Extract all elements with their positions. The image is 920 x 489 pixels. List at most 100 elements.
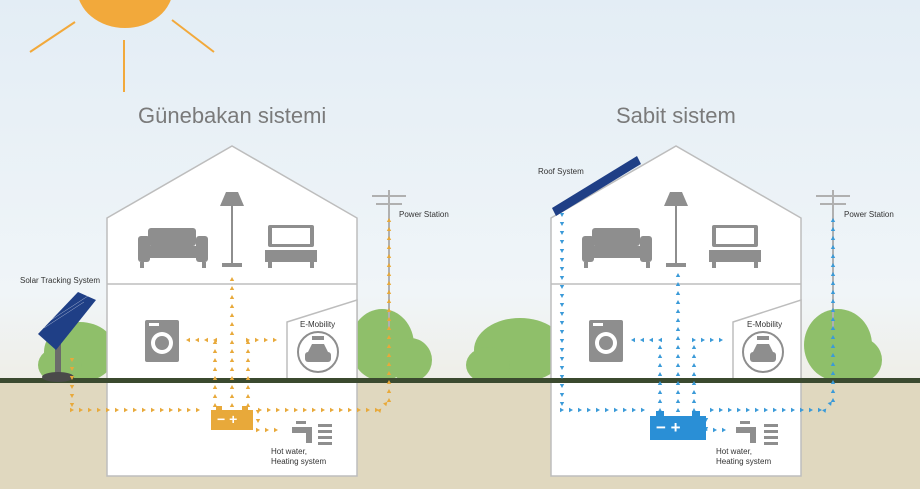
flow-arrow	[822, 408, 827, 413]
flow-arrow	[596, 407, 600, 413]
flow-arrow	[713, 427, 717, 433]
flow-arrow	[755, 407, 759, 413]
flow-arrow	[728, 407, 732, 413]
flow-arrow	[97, 407, 101, 413]
flow-arrow	[559, 267, 565, 271]
flow-arrow	[386, 245, 392, 249]
flow-arrow	[559, 249, 565, 253]
flow-arrow	[265, 427, 269, 433]
power-station-label-left: Power Station	[399, 210, 449, 219]
flow-arrow	[559, 348, 565, 352]
flow-arrow	[830, 263, 836, 267]
sofa-icon	[582, 228, 652, 268]
flow-arrow	[830, 398, 836, 402]
flow-arrow	[623, 407, 627, 413]
flow-arrow	[212, 358, 218, 362]
flow-arrow	[321, 407, 325, 413]
title-right: Sabit sistem	[616, 103, 736, 128]
solar-tracker-icon	[38, 292, 96, 382]
flow-arrows-left	[69, 218, 392, 433]
flow-arrow	[115, 407, 119, 413]
flow-arrow	[386, 353, 392, 357]
flow-arrow	[559, 222, 565, 226]
flow-arrow	[169, 407, 173, 413]
flow-arrow	[559, 357, 565, 361]
power-pole-icon	[372, 190, 406, 330]
flow-arrow	[186, 337, 190, 343]
flow-arrow	[79, 407, 83, 413]
power-pole-icon	[816, 190, 850, 330]
flow-arrow	[386, 290, 392, 294]
flow-arrow	[285, 407, 289, 413]
flow-arrow	[605, 407, 609, 413]
flow-arrow	[657, 399, 663, 403]
flow-arrow	[69, 358, 75, 362]
flow-arrow	[386, 371, 392, 375]
flow-arrow	[386, 308, 392, 312]
flow-arrow	[106, 407, 110, 413]
flow-arrow	[657, 390, 663, 394]
flow-arrow	[649, 337, 653, 343]
flow-arrow	[229, 340, 235, 344]
flow-arrow	[246, 337, 250, 343]
emobility-label-right: E-Mobility	[747, 320, 783, 329]
hot-water-label-right-1: Hot water,	[716, 447, 753, 456]
flow-arrow	[386, 281, 392, 285]
flow-arrow	[809, 407, 813, 413]
flow-arrow	[657, 354, 663, 358]
car-charger-icon	[742, 331, 784, 373]
flow-arrow	[722, 427, 726, 433]
flow-arrow	[559, 384, 565, 388]
flow-arrow	[229, 376, 235, 380]
flow-arrow	[569, 407, 573, 413]
flow-arrow	[631, 337, 635, 343]
flow-arrow	[675, 318, 681, 322]
flow-arrow	[691, 390, 697, 394]
flow-arrow	[737, 407, 741, 413]
power-station-label-right: Power Station	[844, 210, 894, 219]
flow-arrow	[691, 381, 697, 385]
flow-arrow	[830, 335, 836, 339]
flow-arrow	[830, 380, 836, 384]
flow-arrow	[386, 263, 392, 267]
washing-machine-icon	[145, 320, 179, 362]
flow-arrow	[133, 407, 137, 413]
flow-arrow	[827, 401, 832, 406]
flow-arrow	[701, 337, 705, 343]
flow-arrow	[559, 276, 565, 280]
flow-arrow	[559, 258, 565, 262]
flow-arrow	[559, 294, 565, 298]
flow-arrow	[245, 385, 251, 389]
flow-arrow	[386, 218, 392, 222]
flow-arrow	[312, 407, 316, 413]
battery-icon	[650, 411, 706, 440]
flow-arrow	[245, 358, 251, 362]
flow-arrow	[187, 407, 191, 413]
flow-arrow	[830, 362, 836, 366]
flow-arrow	[657, 345, 663, 349]
flow-arrow	[69, 376, 75, 380]
flow-arrow	[264, 337, 268, 343]
flow-arrow	[151, 407, 155, 413]
flow-arrow	[830, 236, 836, 240]
flow-arrow	[675, 408, 681, 412]
flow-arrow	[204, 337, 208, 343]
flow-arrow	[691, 345, 697, 349]
flow-arrow	[245, 349, 251, 353]
flow-arrow	[675, 399, 681, 403]
flow-arrow	[691, 372, 697, 376]
hot-water-label-right-2: Heating system	[716, 457, 772, 466]
hot-water-label-left-1: Hot water,	[271, 447, 308, 456]
flow-arrow	[229, 367, 235, 371]
flow-arrow	[559, 240, 565, 244]
flow-arrow	[559, 285, 565, 289]
flow-arrow	[375, 407, 379, 413]
flow-arrow	[640, 337, 644, 343]
flow-arrow	[830, 227, 836, 231]
flow-arrow	[641, 407, 645, 413]
flow-arrow	[245, 340, 251, 344]
flow-arrow	[559, 393, 565, 397]
flow-arrow	[559, 303, 565, 307]
ground-line	[0, 378, 920, 383]
